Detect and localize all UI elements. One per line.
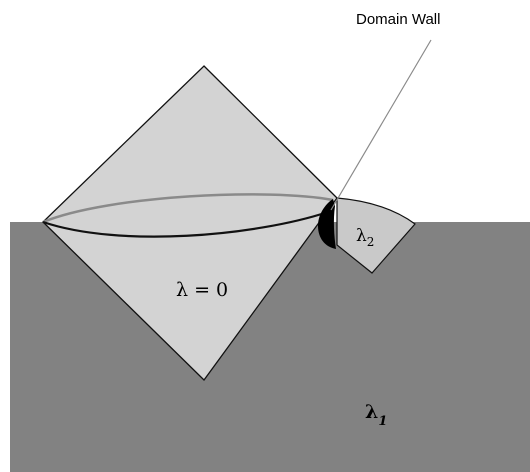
quarter-disk-region: [336, 197, 416, 274]
quarter-disk-subscript: 2: [367, 235, 375, 249]
outer-symbol: λ: [365, 401, 378, 423]
outer-label: λ1: [365, 401, 387, 429]
domain-wall-label: Domain Wall: [356, 11, 440, 28]
domain-wall-blob: [318, 199, 336, 249]
diamond-region: [42, 65, 338, 381]
lens-lower-curve: [42, 210, 329, 238]
domain-wall-pointer: [330, 39, 432, 211]
lens-upper-curve: [42, 193, 334, 224]
outer-subscript: 1: [378, 414, 387, 429]
diamond-label: λ = 0: [176, 279, 228, 301]
quarter-disk-symbol: λ: [356, 226, 367, 246]
quarter-disk-label: λ2: [356, 226, 374, 249]
